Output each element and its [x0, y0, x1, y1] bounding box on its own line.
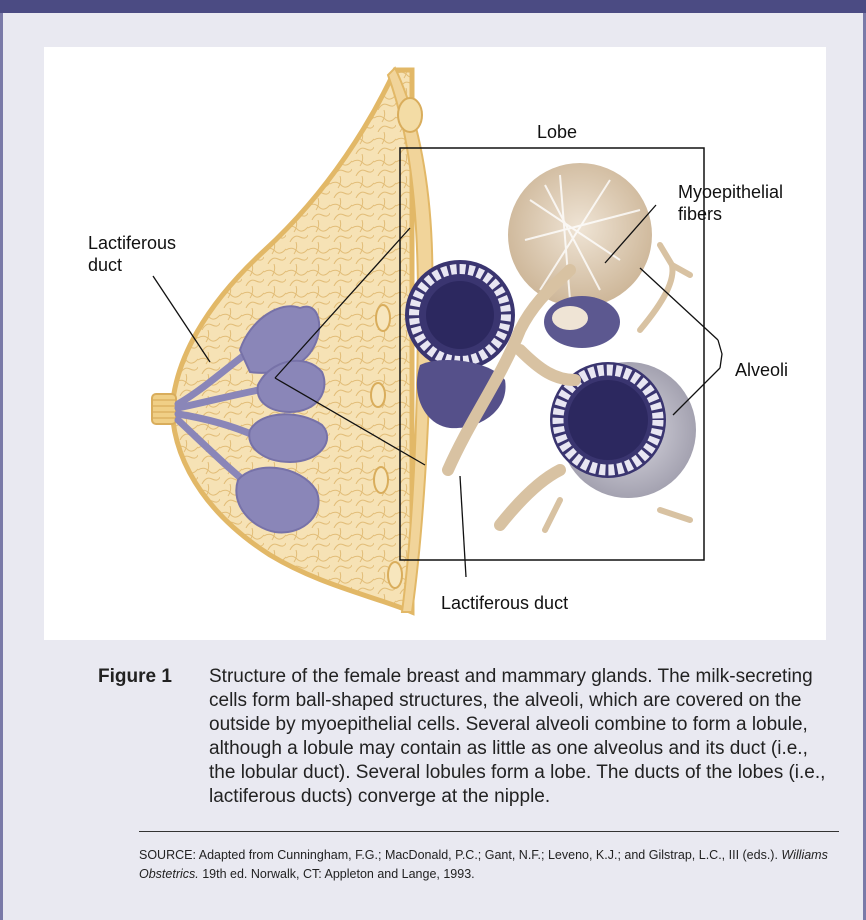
source-prefix: SOURCE: Adapted from Cunningham, F.G.; M…: [139, 848, 781, 862]
source-citation: SOURCE: Adapted from Cunningham, F.G.; M…: [139, 846, 839, 884]
source-suffix: 19th ed. Norwalk, CT: Appleton and Lange…: [199, 867, 475, 881]
label-duct-left: duct: [88, 254, 122, 276]
label-lactiferous-bottom: Lactiferous duct: [441, 592, 568, 614]
magnified-lobe: [405, 163, 696, 530]
figure-caption: Figure 1 Structure of the female breast …: [98, 665, 838, 809]
label-lobe: Lobe: [537, 121, 577, 143]
label-lactiferous-left: Lactiferous: [88, 232, 176, 254]
label-fibers: fibers: [678, 203, 722, 225]
label-myoepithelial: Myoepithelial: [678, 181, 783, 203]
caption-divider: [139, 831, 839, 832]
caption-label: Figure 1: [98, 665, 209, 809]
caption-text: Structure of the female breast and mamma…: [209, 665, 838, 809]
label-alveoli: Alveoli: [735, 359, 788, 381]
